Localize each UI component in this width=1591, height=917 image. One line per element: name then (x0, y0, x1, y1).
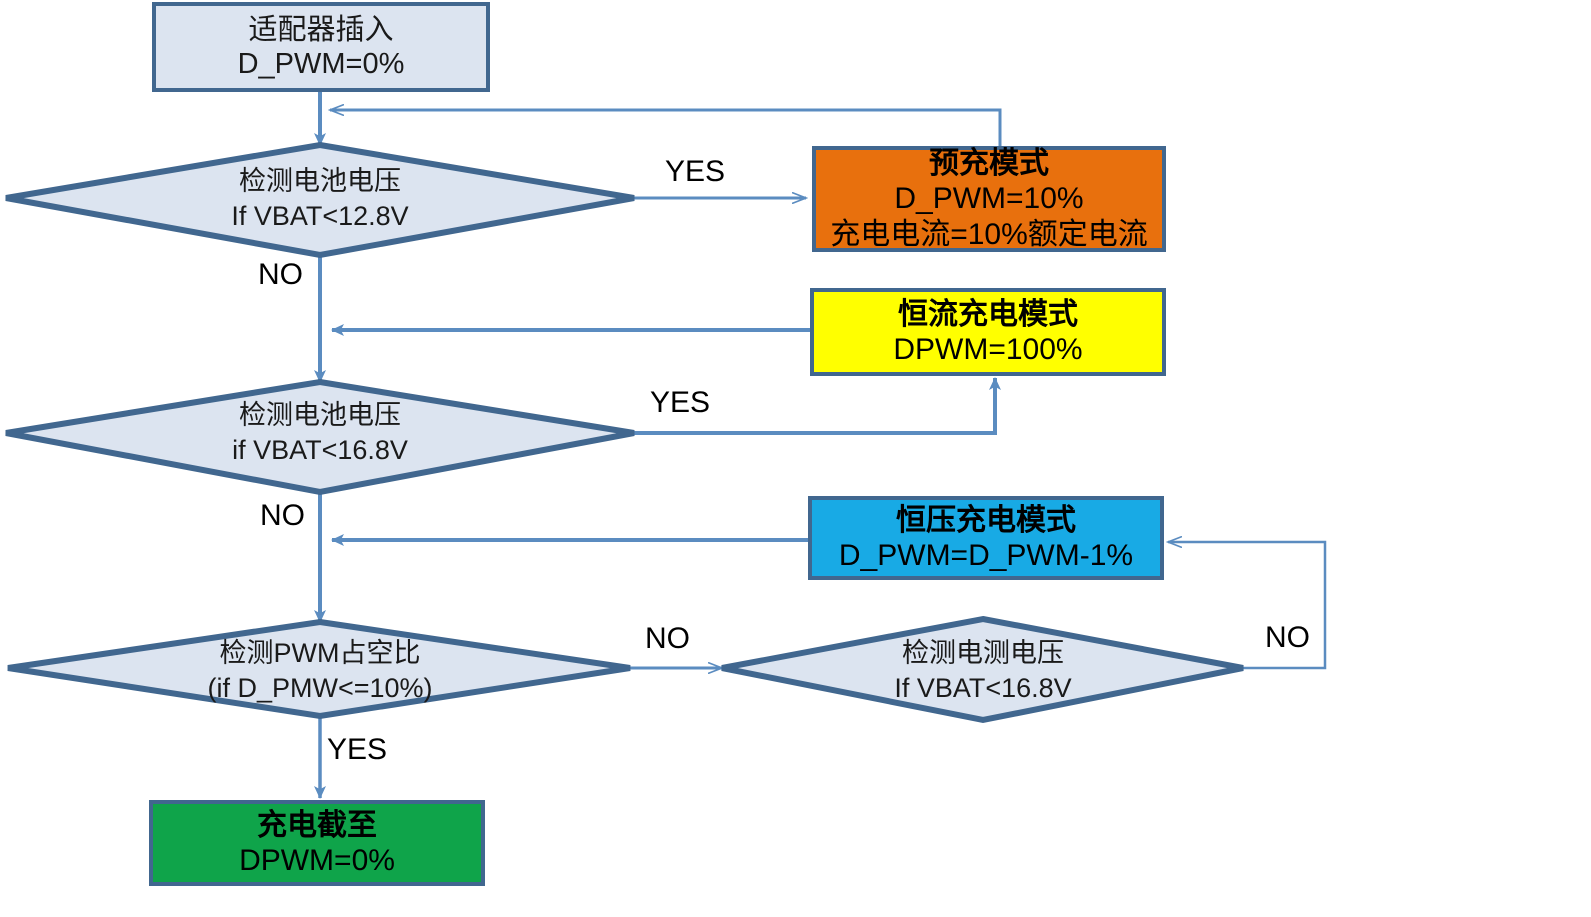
precharge-mode-box[interactable]: 预充模式 D_PWM=10% 充电电流=10%额定电流 (812, 146, 1166, 252)
decision-vbat-16v8-b[interactable]: 检测电测电压 If VBAT<16.8V (803, 632, 1163, 710)
decision-vbat-12v8[interactable]: 检测电池电压 If VBAT<12.8V (140, 160, 500, 238)
edge-label-d1-yes: YES (665, 155, 726, 188)
decision-pwm-duty[interactable]: 检测PWM占空比 (if D_PMW<=10%) (140, 632, 500, 710)
decision-vbat-12v8-line-1: 检测电池电压 (239, 166, 401, 197)
edge-label-d2-no: NO (260, 499, 305, 532)
precharge-mode-line-2: 充电电流=10%额定电流 (830, 217, 1148, 251)
charge-complete-title: 充电截至 (257, 808, 377, 842)
constant-current-mode-title: 恒流充电模式 (898, 297, 1078, 331)
edge-label-d3-yes: YES (327, 733, 388, 766)
decision-vbat-16v8-a-shape (5, 378, 635, 496)
edge-label-d4-no: NO (1265, 621, 1310, 654)
edge-label-d3-no: NO (645, 622, 690, 655)
adapter-plug-in-box[interactable]: 适配器插入 D_PWM=0% (152, 2, 490, 92)
charge-complete-line-1: DPWM=0% (239, 844, 395, 877)
decision-pwm-duty-line-2: (if D_PMW<=10%) (207, 673, 433, 703)
decision-vbat-16v8-b-line-2: If VBAT<16.8V (894, 673, 1072, 703)
precharge-mode-line-1: D_PWM=10% (894, 182, 1084, 216)
charge-complete-box[interactable]: 充电截至 DPWM=0% (149, 800, 485, 886)
edge-label-d1-no: NO (258, 258, 303, 291)
adapter-plug-in-line-2: D_PWM=0% (237, 48, 405, 80)
decision-pwm-duty-shape (7, 618, 631, 720)
decision-vbat-16v8-a-line-1: 检测电池电压 (239, 400, 401, 431)
constant-current-mode-box[interactable]: 恒流充电模式 DPWM=100% (810, 288, 1166, 376)
constant-voltage-mode-line-1: D_PWM=D_PWM-1% (838, 539, 1134, 572)
edge-precharge-loop-back (330, 110, 1002, 146)
decision-vbat-16v8-a-line-2: if VBAT<16.8V (232, 435, 408, 465)
constant-voltage-mode-box[interactable]: 恒压充电模式 D_PWM=D_PWM-1% (808, 496, 1164, 580)
edge-label-d2-yes: YES (650, 386, 711, 419)
decision-vbat-12v8-line-2: If VBAT<12.8V (231, 201, 409, 231)
constant-voltage-mode-title: 恒压充电模式 (896, 503, 1076, 537)
decision-vbat-16v8-a[interactable]: 检测电池电压 if VBAT<16.8V (140, 394, 500, 472)
decision-pwm-duty-line-1: 检测PWM占空比 (219, 638, 421, 669)
decision-vbat-16v8-b-line-1: 检测电测电压 (902, 638, 1064, 669)
constant-current-mode-line-1: DPWM=100% (893, 333, 1083, 366)
precharge-mode-title: 预充模式 (929, 146, 1049, 180)
decision-vbat-16v8-b-shape (721, 615, 1244, 724)
adapter-plug-in-line-1: 适配器插入 (248, 13, 394, 46)
decision-vbat-12v8-shape (5, 141, 635, 259)
